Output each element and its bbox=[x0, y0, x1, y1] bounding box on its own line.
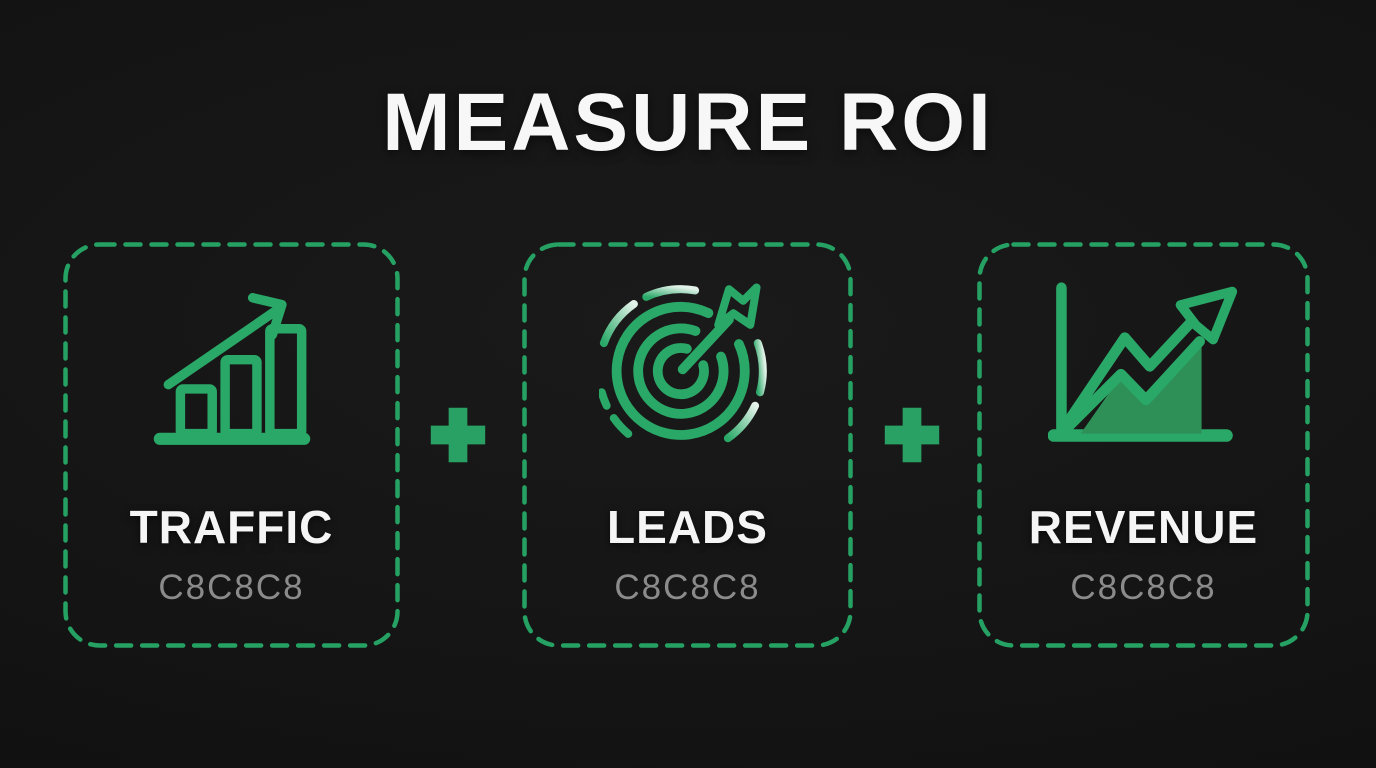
card-label: TRAFFIC bbox=[129, 501, 334, 553]
line-chart-arrow-icon bbox=[1047, 281, 1237, 442]
card-label: LEADS bbox=[607, 501, 768, 553]
plus-icon bbox=[884, 407, 940, 463]
dashed-border bbox=[522, 242, 853, 648]
card-sublabel: C8C8C8 bbox=[614, 568, 761, 607]
bar-chart-growth-icon bbox=[153, 293, 310, 445]
card-revenue: REVENUE C8C8C8 bbox=[977, 242, 1310, 648]
card-label: REVENUE bbox=[1028, 501, 1259, 553]
card-sublabel: C8C8C8 bbox=[158, 568, 305, 607]
card-sublabel: C8C8C8 bbox=[1070, 568, 1217, 607]
dashed-border bbox=[977, 242, 1310, 648]
page-title: MEASURE ROI bbox=[382, 77, 994, 168]
card-leads: LEADS C8C8C8 bbox=[522, 242, 853, 648]
card-traffic: TRAFFIC C8C8C8 bbox=[63, 242, 400, 648]
dashed-border bbox=[63, 242, 400, 648]
target-dart-icon bbox=[598, 283, 767, 443]
plus-icon bbox=[430, 407, 486, 463]
